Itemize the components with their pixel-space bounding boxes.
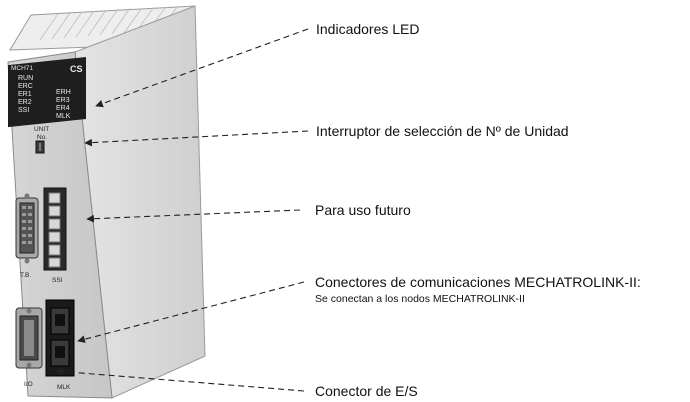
led-er1: ER1 bbox=[18, 91, 32, 98]
leader-unit-switch bbox=[84, 130, 309, 147]
cs-module: MCH71 CS RUN ERC ER1 ER2 SSI ERH ER3 ER4… bbox=[7, 5, 206, 399]
callout-led-indicators: Indicadores LED bbox=[316, 21, 420, 37]
led-run: RUN bbox=[18, 75, 33, 82]
unit-label: UNIT bbox=[34, 126, 49, 133]
led-er3: ER3 bbox=[56, 97, 70, 104]
led-erc: ERC bbox=[18, 83, 33, 90]
leader-future-use bbox=[86, 209, 301, 223]
unit-no-label: No. bbox=[37, 134, 47, 141]
led-panel-bg bbox=[8, 56, 86, 128]
unit-number-switch[interactable]: UNIT No. bbox=[34, 126, 49, 154]
leader-leds bbox=[95, 28, 309, 108]
led-er4: ER4 bbox=[56, 105, 70, 112]
callout-io-connector: Conector de E/S bbox=[315, 383, 418, 399]
led-erh: ERH bbox=[56, 89, 71, 96]
leader-mechatrolink bbox=[77, 281, 305, 343]
callout-mechatrolink-sub: Se conectan a los nodos MECHATROLINK-II bbox=[315, 293, 525, 305]
tb-label: T.B. bbox=[20, 272, 31, 279]
io-connector: I/O bbox=[15, 307, 43, 388]
mlk-connectors: MLK bbox=[45, 299, 75, 391]
callout-future-use: Para uso futuro bbox=[315, 202, 411, 218]
brand-label: CS bbox=[70, 64, 83, 74]
mlk-label: MLK bbox=[57, 384, 71, 391]
led-ssi: SSI bbox=[18, 107, 29, 114]
io-label: I/O bbox=[24, 381, 33, 388]
callout-mechatrolink: Conectores de comunicaciones MECHATROLIN… bbox=[315, 274, 641, 290]
leader-lines bbox=[55, 28, 309, 392]
led-er2: ER2 bbox=[18, 99, 32, 106]
ssi-label: SSI bbox=[52, 277, 63, 284]
led-panel: MCH71 CS RUN ERC ER1 ER2 SSI ERH ER3 ER4… bbox=[8, 56, 86, 128]
module-model-label: MCH71 bbox=[11, 65, 33, 72]
ssi-connector: SSI bbox=[43, 187, 67, 284]
leader-io-connector bbox=[55, 367, 305, 392]
callout-unit-switch: Interruptor de selección de Nº de Unidad bbox=[316, 123, 569, 139]
tb-connector: T.B. bbox=[15, 193, 39, 279]
led-mlk: MLK bbox=[56, 113, 71, 120]
